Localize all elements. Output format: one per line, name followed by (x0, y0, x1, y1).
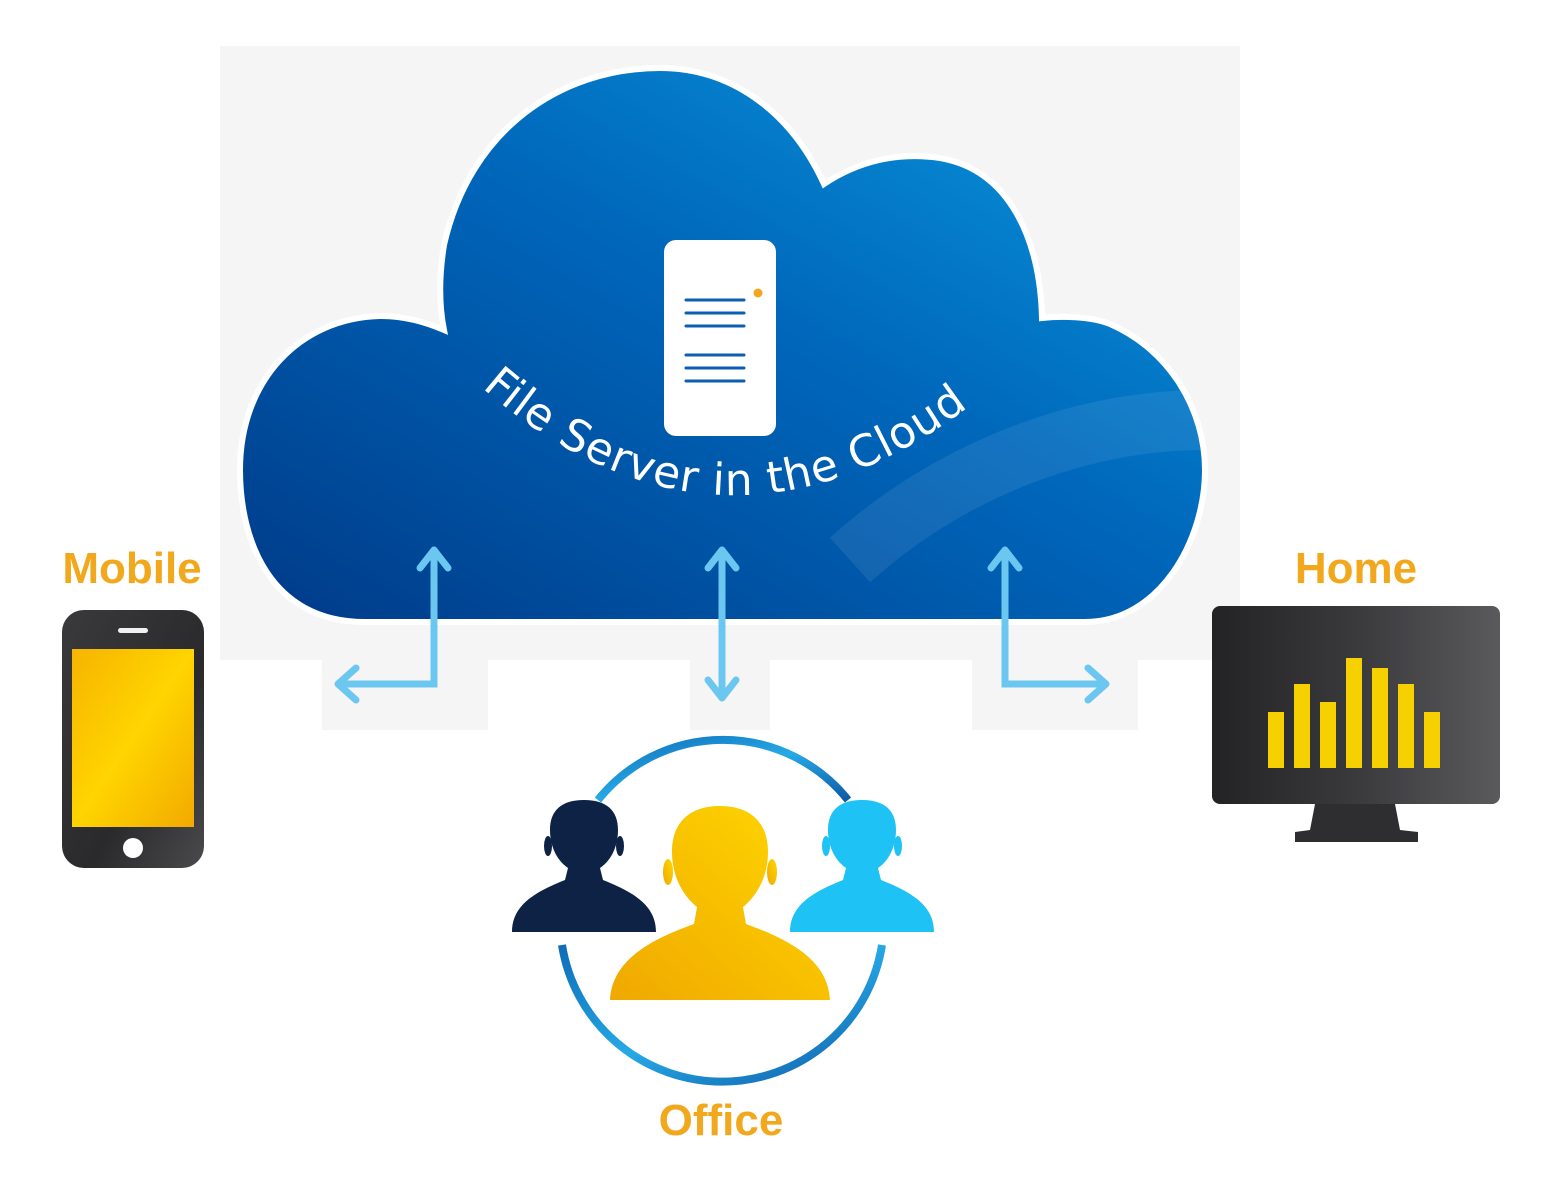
users-group-icon (512, 735, 934, 1086)
person-sky (790, 800, 934, 932)
home-label: Home (1295, 544, 1417, 593)
arrowhead-center-down (704, 676, 740, 702)
arrow-cloud-mobile (340, 552, 438, 688)
arrowhead-center-up (704, 546, 740, 572)
arrow-heads (334, 546, 1110, 704)
arrowhead-left-up (416, 546, 452, 572)
arrow-cloud-home (1001, 552, 1104, 688)
office-label: Office (659, 1096, 784, 1145)
person-navy (512, 800, 656, 932)
arrowhead-right-up (987, 546, 1023, 572)
arrowhead-right-out (1084, 664, 1110, 704)
server-icon (664, 240, 776, 436)
smartphone-icon (62, 610, 204, 868)
arrow-backdrop-center (690, 620, 770, 730)
arrowhead-left-out (334, 664, 360, 704)
arrow-backdrop-right (972, 620, 1138, 730)
ring-top (594, 735, 852, 803)
monitor-chart-icon (1212, 606, 1500, 842)
connector-arrows (340, 552, 1104, 696)
ring-bottom (558, 944, 886, 1086)
mobile-label: Mobile (62, 544, 201, 593)
person-gold (610, 806, 830, 1000)
